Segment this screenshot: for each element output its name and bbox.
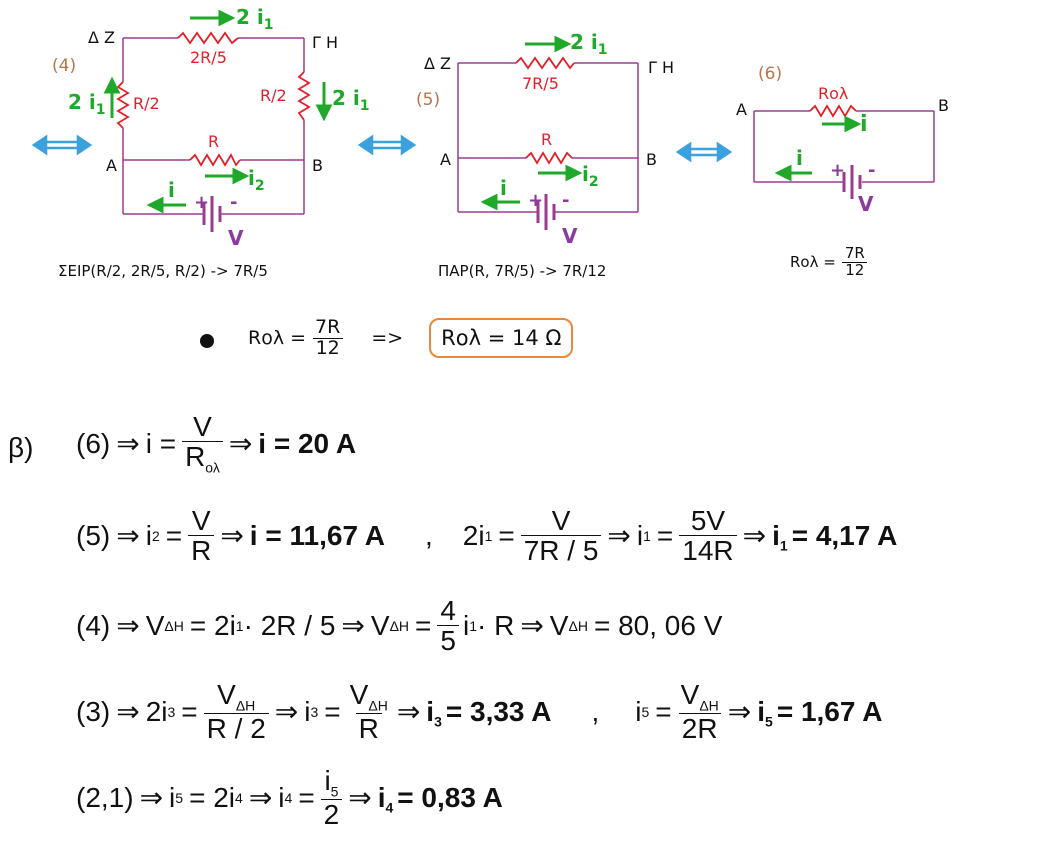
voltage-5: V (562, 224, 578, 248)
label-r2-right: R/2 (260, 86, 287, 105)
current-mid-4: i2 (248, 166, 265, 194)
voltage-6: V (858, 192, 874, 216)
label-7r5: 7R/5 (522, 74, 559, 93)
resistor-rol (809, 104, 857, 118)
resistor-r-mid-5 (525, 151, 573, 165)
node-dz-4: Δ Z (88, 28, 115, 47)
node-dz-5: Δ Z (424, 54, 451, 73)
bullet-dot (200, 334, 214, 348)
current-bottom-5: i (500, 176, 507, 200)
plus-4: + (194, 192, 210, 213)
current-top-6: i (860, 112, 868, 137)
label-2r5: 2R/5 (190, 48, 227, 67)
resistor-r2-right (297, 71, 311, 121)
caption-4: ΣΕΙΡ(R/2, 2R/5, R/2) -> 7R/5 (58, 262, 268, 280)
current-bottom-4: i (168, 178, 175, 202)
voltage-4: V (228, 226, 244, 250)
plus-5: + (528, 190, 544, 211)
node-b-6: B (938, 96, 949, 115)
minus-4: - (230, 192, 238, 213)
resistor-2r5 (177, 31, 239, 45)
current-mid-5: i2 (582, 162, 599, 190)
result-boxed: Rολ = 14 Ω (429, 318, 574, 359)
resistor-7r5 (515, 56, 575, 70)
resistor-r2-left (116, 81, 130, 129)
circuit4-number: (4) (52, 56, 77, 76)
current-bottom-6: i (796, 146, 803, 170)
plus-6: + (830, 160, 846, 181)
node-gh-4: Γ Η (312, 33, 339, 52)
node-b-4: B (312, 156, 323, 175)
label-r-mid-4: R (208, 132, 220, 151)
node-b-5: B (646, 150, 657, 169)
circuit6-number: (6) (758, 64, 783, 84)
current-top-5: 2 i1 (570, 30, 608, 58)
circuit5-number: (5) (416, 90, 441, 110)
minus-6: - (868, 160, 876, 181)
node-a-4: A (106, 156, 117, 175)
caption-5: ΠΑΡ(R, 7R/5) -> 7R/12 (438, 262, 607, 280)
label-rol: Rολ (818, 84, 849, 103)
part-b-label: β) (8, 432, 34, 463)
node-a-5: A (440, 150, 451, 169)
current-left-4: 2 i1 (68, 90, 106, 118)
label-r2-left: R/2 (133, 94, 160, 113)
node-a-6: A (736, 100, 747, 119)
node-gh-5: Γ Η (648, 58, 675, 77)
label-r-mid-5: R (541, 130, 553, 149)
resistor-r-mid (189, 153, 241, 167)
current-top-4: 2 i1 (236, 5, 274, 33)
current-right-4: 2 i1 (332, 86, 370, 114)
circuit-diagrams (31, 9, 935, 232)
minus-5: - (562, 190, 570, 211)
